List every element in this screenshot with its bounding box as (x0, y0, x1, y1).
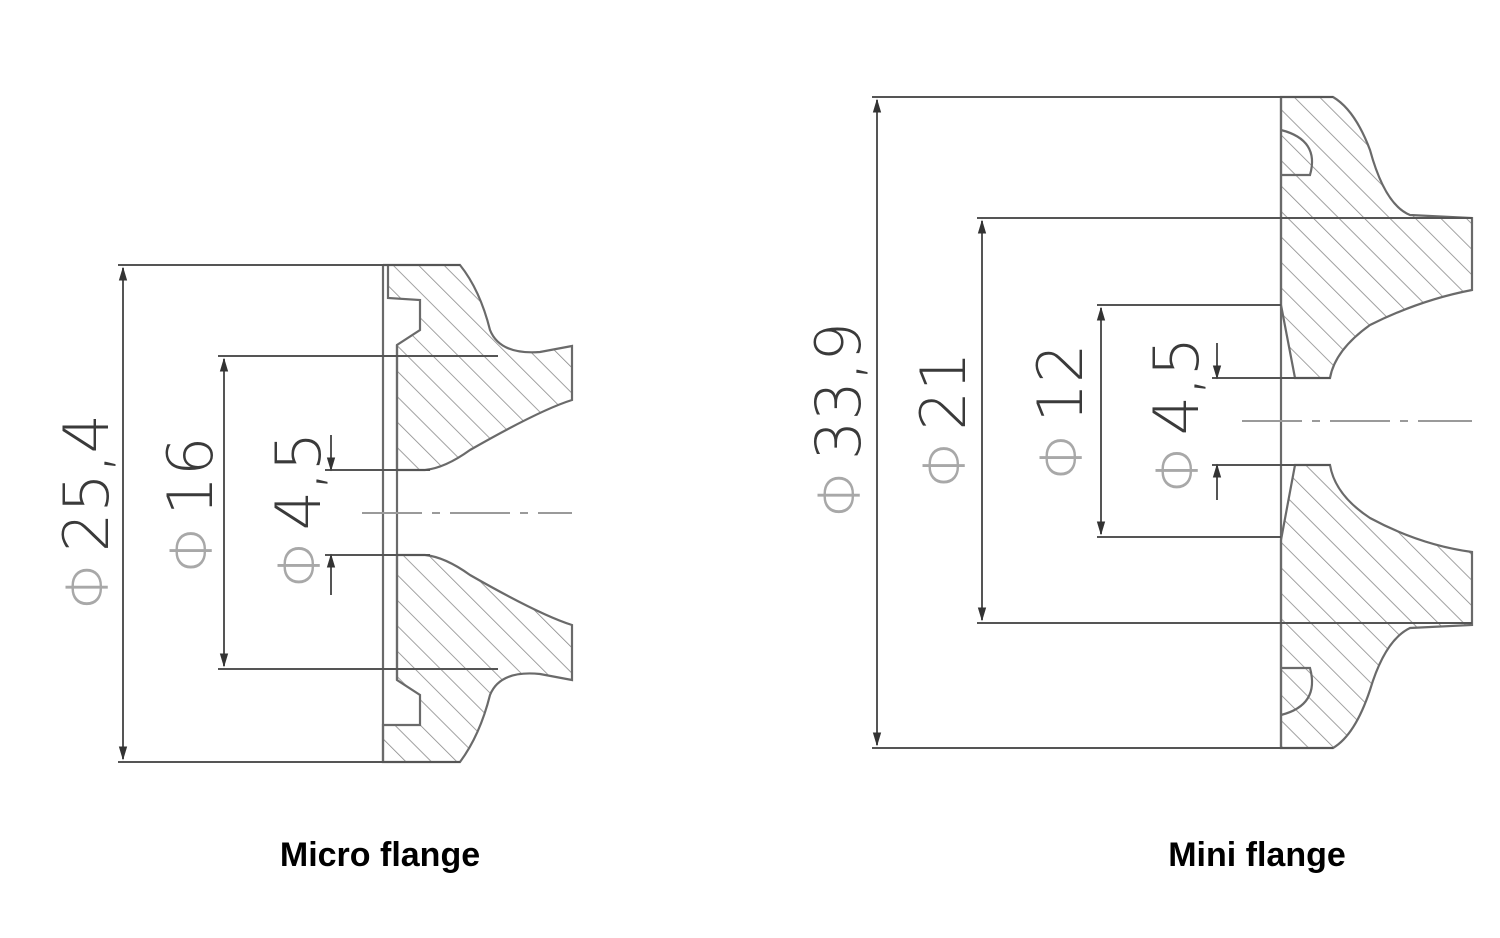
mini-flange-caption: Mini flange (1168, 836, 1346, 874)
micro-flange-section-upper (383, 263, 574, 472)
mini-flange-section-lower (1279, 463, 1474, 750)
mini-dim-inner-label: Φ4,5 (1140, 337, 1213, 494)
micro-flange-drawing: Φ25,4 Φ16 Φ4,5 Micro flange (50, 263, 574, 874)
mini-flange-section-upper (1279, 95, 1474, 380)
mini-flange-drawing: Φ33,9 Φ21 Φ12 Φ4,5 Mini flange (802, 95, 1474, 874)
mini-dim-outer-label: Φ33,9 (802, 322, 875, 518)
mini-dim-second-label: Φ21 (907, 352, 980, 489)
micro-flange-caption: Micro flange (280, 836, 480, 874)
micro-flange-section-lower (381, 553, 574, 764)
micro-dim-outer-label: Φ25,4 (50, 414, 123, 610)
mini-dim-third-label: Φ12 (1024, 344, 1097, 481)
micro-dim-middle-label: Φ16 (154, 437, 227, 574)
micro-dim-inner-label: Φ4,5 (262, 432, 335, 589)
